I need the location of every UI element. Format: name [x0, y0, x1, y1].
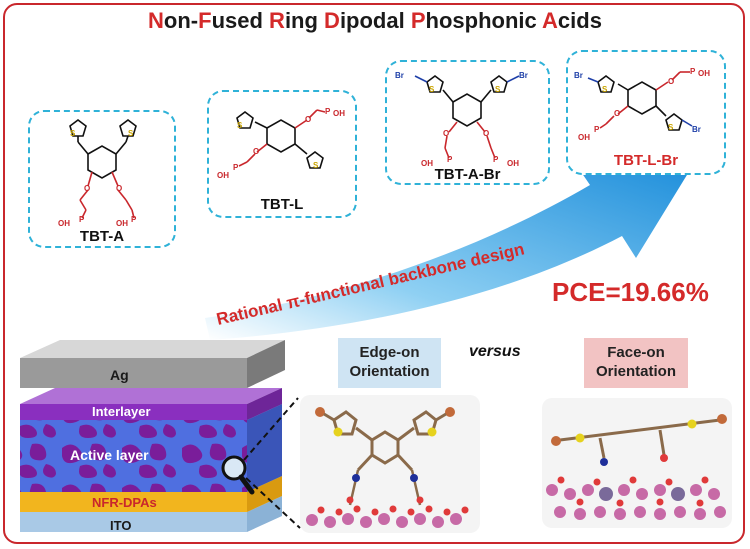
- svg-text:OH: OH: [116, 219, 128, 228]
- svg-text:S: S: [70, 129, 76, 138]
- layer-label-ito: ITO: [110, 518, 131, 533]
- edge-on-model: [300, 395, 480, 533]
- svg-text:S: S: [495, 85, 501, 94]
- svg-text:OH: OH: [58, 219, 70, 228]
- molecule-label: TBT-A-Br: [434, 166, 501, 183]
- svg-text:Br: Br: [395, 71, 404, 80]
- molecule-card-tbt-l-br: Br Br S S O O P OH P OH TBT-L-Br: [566, 50, 726, 175]
- layer-label-nfr-dpas: NFR-DPAs: [92, 495, 157, 510]
- versus-label: versus: [469, 343, 521, 360]
- svg-text:OH: OH: [507, 159, 519, 168]
- svg-text:Br: Br: [692, 125, 701, 134]
- svg-text:S: S: [313, 161, 319, 170]
- molecule-label: TBT-L-Br: [613, 152, 679, 169]
- face-on-model: [542, 398, 732, 528]
- tbt-l-structure: S S O O P OH P OH: [217, 107, 345, 180]
- svg-text:O: O: [253, 147, 259, 156]
- title-part-3: Ring: [269, 8, 325, 33]
- svg-text:P: P: [325, 107, 331, 116]
- title-part-2: Fused: [198, 8, 270, 33]
- tbt-a-br-structure: Br Br S S O O P P OH OH: [395, 71, 528, 168]
- svg-text:OH: OH: [217, 171, 229, 180]
- title-part-4: Dipodal: [324, 8, 411, 33]
- svg-text:P: P: [690, 67, 696, 76]
- layer-label-interlayer: Interlayer: [92, 404, 151, 419]
- svg-text:S: S: [429, 85, 435, 94]
- svg-text:O: O: [84, 184, 90, 193]
- title-part-6: Acids: [542, 8, 602, 33]
- molecule-card-tbt-l: S S O O P OH P OH TBT-L: [207, 90, 357, 218]
- molecule-card-tbt-a: S S O O P P OH OH TBT-A: [28, 110, 176, 248]
- molecule-label: TBT-L: [260, 196, 304, 213]
- tbt-l-br-structure: Br Br S S O O P OH P OH: [574, 67, 710, 142]
- title-part-1: Non-: [148, 8, 199, 33]
- svg-text:OH: OH: [578, 133, 590, 142]
- magnifier-icon: [221, 455, 255, 495]
- svg-text:S: S: [128, 129, 134, 138]
- svg-text:P: P: [79, 215, 85, 224]
- svg-text:O: O: [443, 129, 449, 138]
- molecule-card-tbt-a-br: Br Br S S O O P P OH OH TBT-A-Br: [385, 60, 550, 185]
- svg-text:OH: OH: [333, 109, 345, 118]
- svg-text:O: O: [305, 115, 311, 124]
- svg-text:OH: OH: [421, 159, 433, 168]
- molecule-label: TBT-A: [79, 228, 125, 245]
- svg-text:Br: Br: [574, 71, 583, 80]
- svg-text:Br: Br: [519, 71, 528, 80]
- svg-text:S: S: [237, 121, 243, 130]
- svg-text:O: O: [116, 184, 122, 193]
- svg-text:O: O: [668, 77, 674, 86]
- svg-text:O: O: [483, 129, 489, 138]
- svg-text:P: P: [233, 163, 239, 172]
- edge-on-label: Edge-on Orientation: [338, 338, 441, 388]
- svg-text:S: S: [602, 85, 608, 94]
- svg-text:O: O: [614, 109, 620, 118]
- tbt-a-structure: S S O O P P OH OH: [58, 119, 137, 228]
- svg-text:P: P: [131, 215, 137, 224]
- svg-text:P: P: [493, 155, 499, 164]
- pce-value: PCE=19.66%: [552, 277, 709, 307]
- figure-title: Non-Fused Ring Dipodal Phosphonic Acids: [0, 8, 750, 34]
- layer-label-active: Active layer: [70, 447, 149, 463]
- layer-label-ag: Ag: [110, 367, 129, 383]
- face-on-label: Face-on Orientation: [584, 338, 688, 388]
- svg-text:P: P: [594, 125, 600, 134]
- svg-text:OH: OH: [698, 69, 710, 78]
- title-part-5: Phosphonic: [410, 8, 543, 33]
- svg-text:S: S: [668, 123, 674, 132]
- svg-text:P: P: [447, 155, 453, 164]
